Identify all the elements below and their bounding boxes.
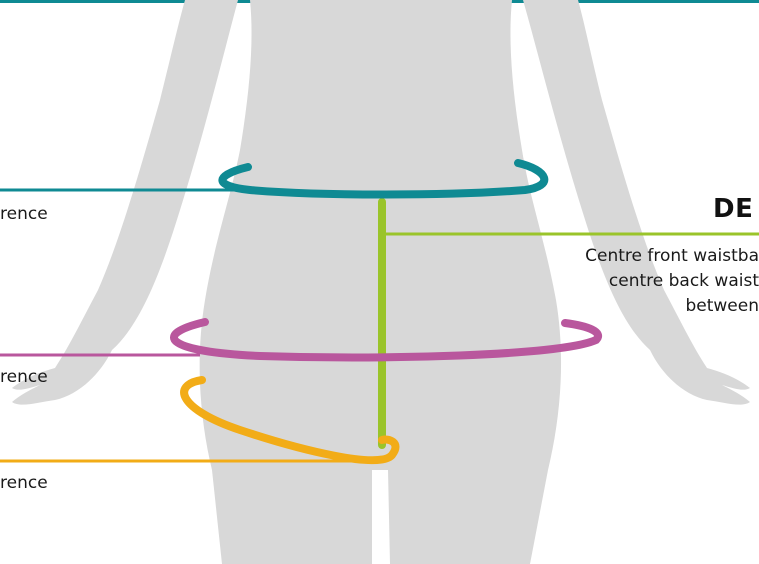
rise-description-line-3: between	[585, 294, 759, 319]
rise-description-line-1: Centre front waistba	[585, 244, 759, 269]
thigh-circumference-label: rence	[0, 475, 48, 492]
rise-description: Centre front waistba centre back waist b…	[585, 244, 759, 319]
waist-circumference-label: rence	[0, 206, 48, 223]
rise-description-line-2: centre back waist	[585, 269, 759, 294]
hip-circumference-label: rence	[0, 369, 48, 386]
rise-heading: DE	[713, 196, 753, 222]
